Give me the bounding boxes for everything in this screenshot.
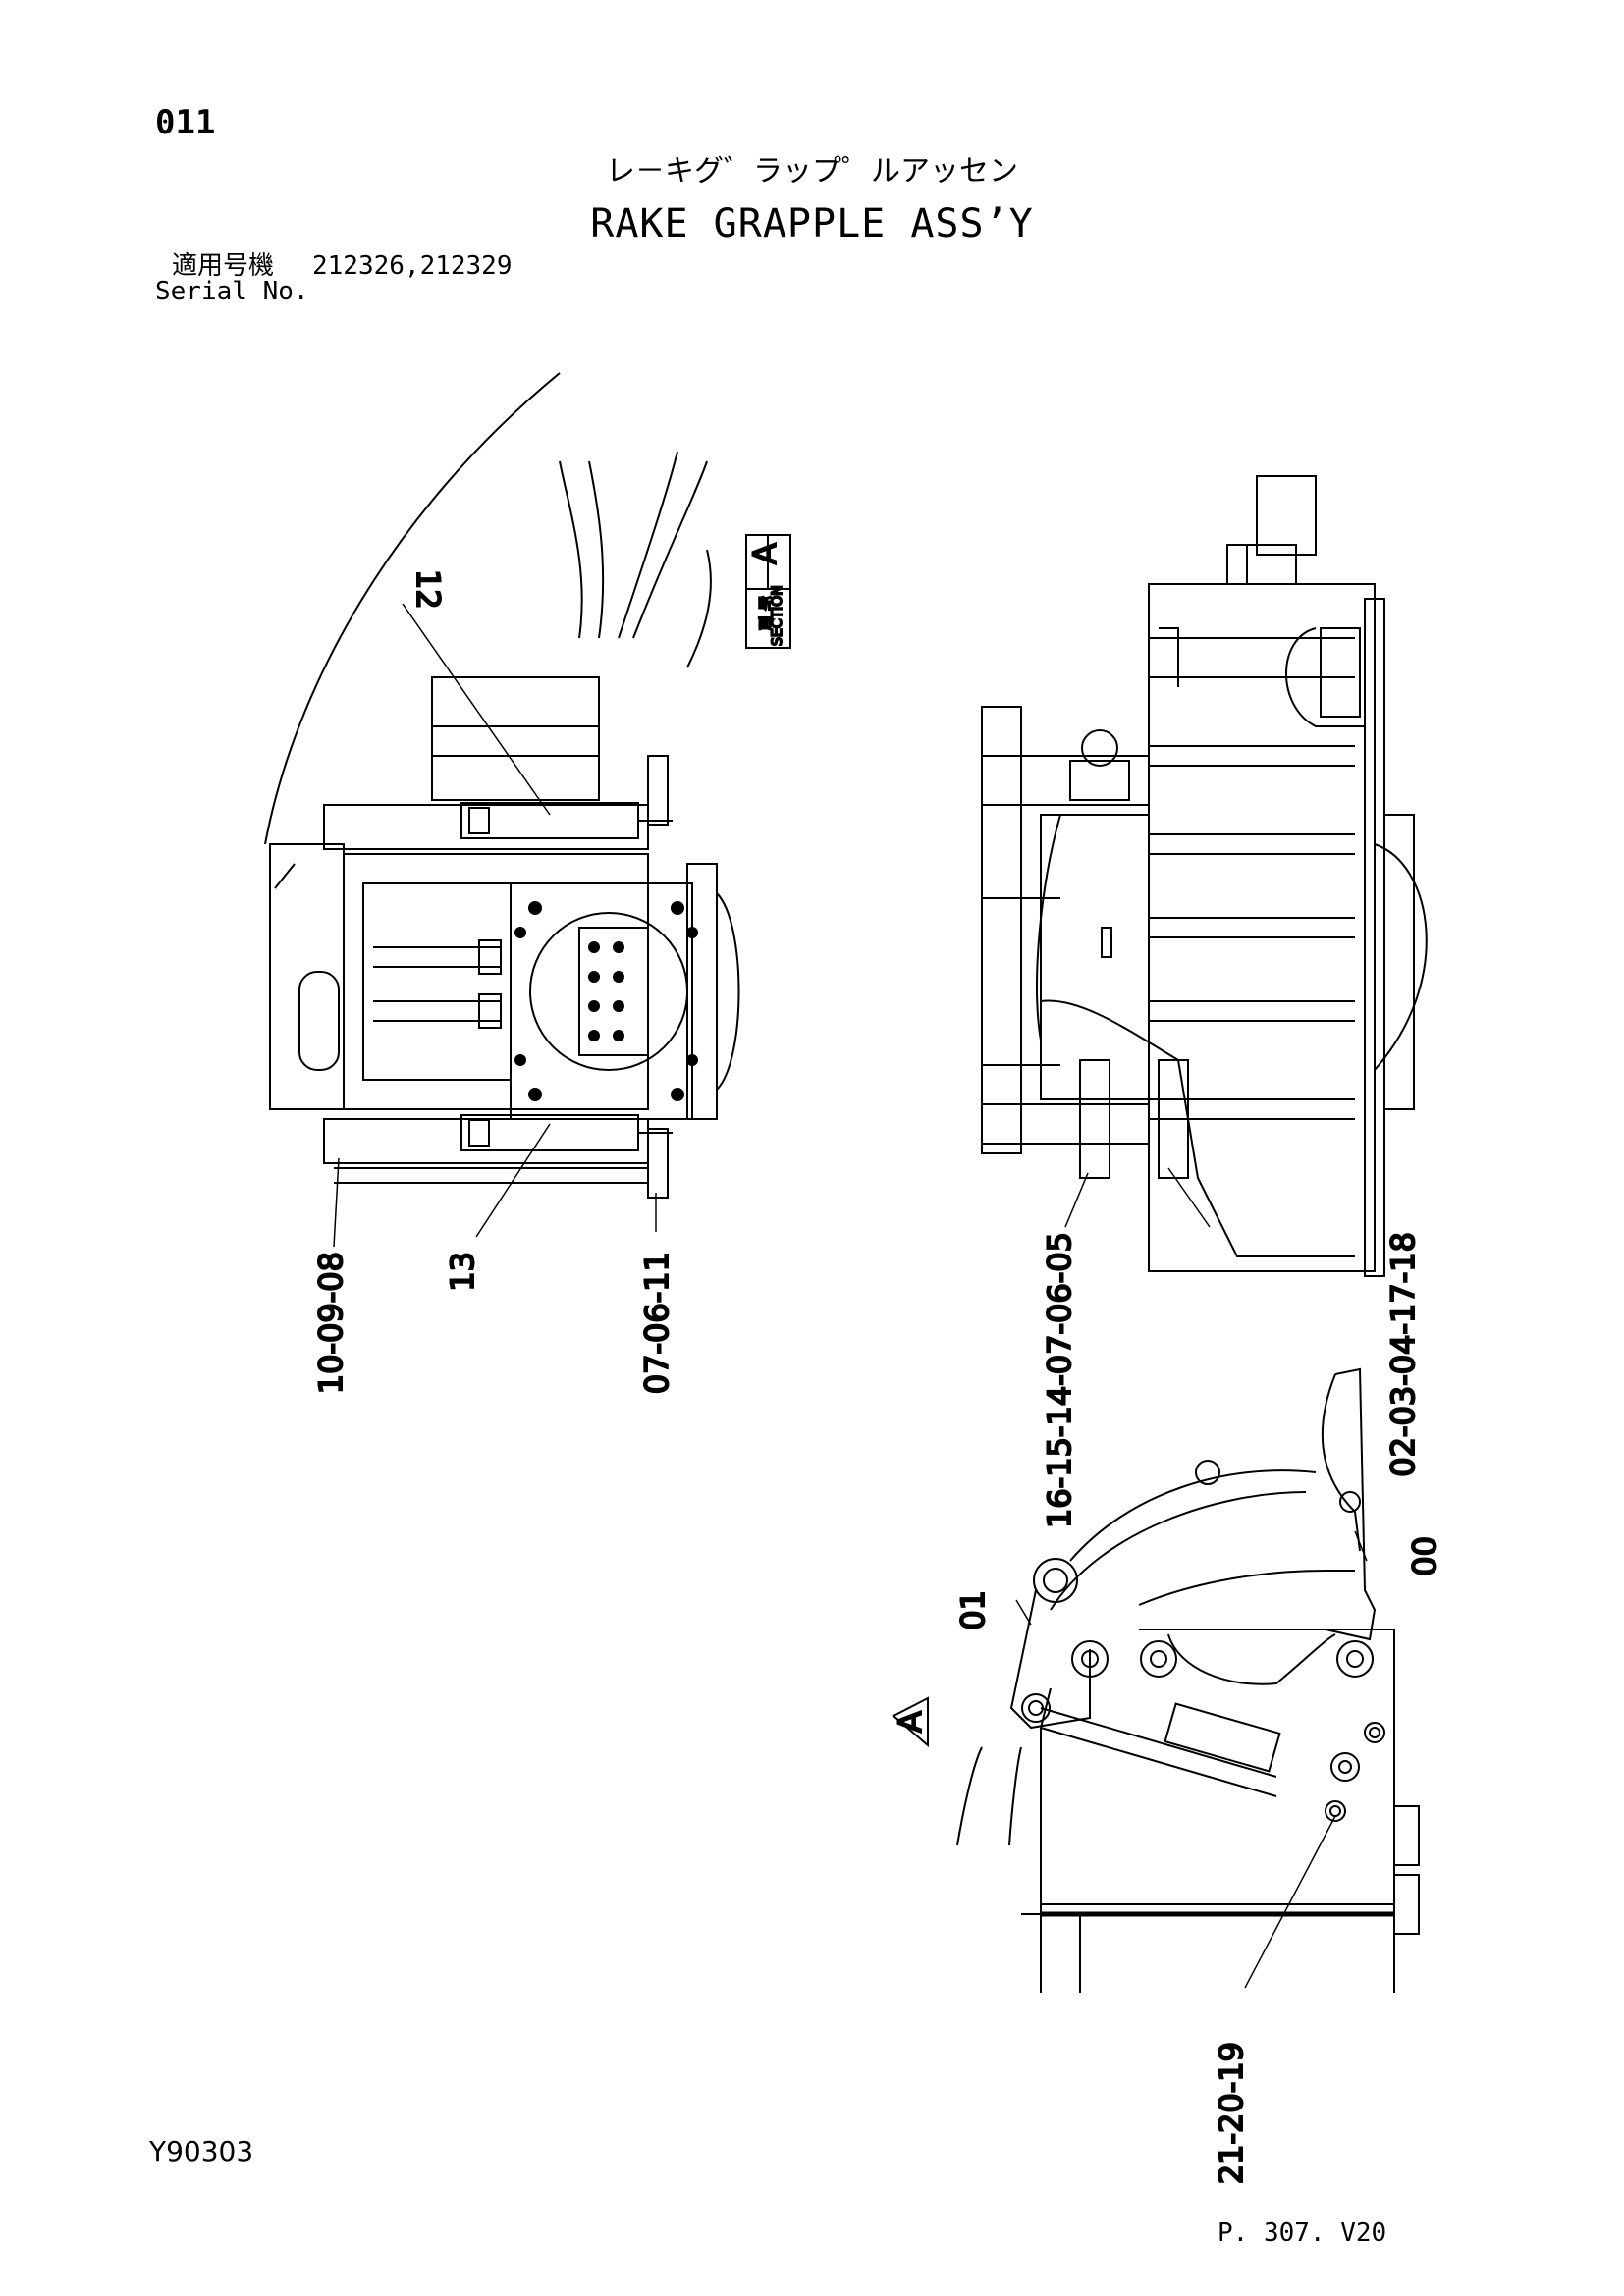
- top-right-view: [981, 475, 1428, 1277]
- serial-numbers: 212326,212329: [312, 251, 513, 281]
- section-label-en: SECTION: [770, 585, 785, 646]
- callout-21-20-19: 21-20-19: [1213, 2042, 1250, 2184]
- bottom-right-view: [892, 1367, 1420, 1993]
- section-tag: [745, 534, 791, 649]
- section-label-jp-2: 面: [758, 616, 772, 632]
- callout-12: 12: [409, 569, 447, 610]
- page-number: 011: [155, 103, 216, 142]
- callout-16-15-14-07-06-05: 16-15-14-07-06-05: [1041, 1232, 1078, 1528]
- serial-label-japanese: 適用号機: [172, 251, 275, 281]
- serial-label-english: Serial No.: [155, 277, 309, 306]
- callout-10-09-08: 10-09-08: [312, 1252, 350, 1394]
- callout-01: 01: [954, 1590, 992, 1630]
- callout-13: 13: [444, 1252, 481, 1292]
- section-label-jp-1: 断: [758, 597, 772, 613]
- section-letter: A: [746, 543, 784, 564]
- view-marker-letter: A: [892, 1711, 929, 1733]
- callout-00: 00: [1406, 1536, 1443, 1576]
- title-japanese: レ－キグ゛ラップ゜ルアッセン: [606, 154, 1018, 188]
- top-left-view: [264, 372, 740, 1248]
- page-reference: P. 307. V20: [1218, 2218, 1387, 2248]
- drawing-code: Y90303: [149, 2135, 254, 2167]
- callout-02-03-04-17-18: 02-03-04-17-18: [1384, 1232, 1422, 1477]
- title-english: RAKE GRAPPLE ASS’Y: [590, 201, 1034, 246]
- callout-07-06-11: 07-06-11: [638, 1252, 676, 1394]
